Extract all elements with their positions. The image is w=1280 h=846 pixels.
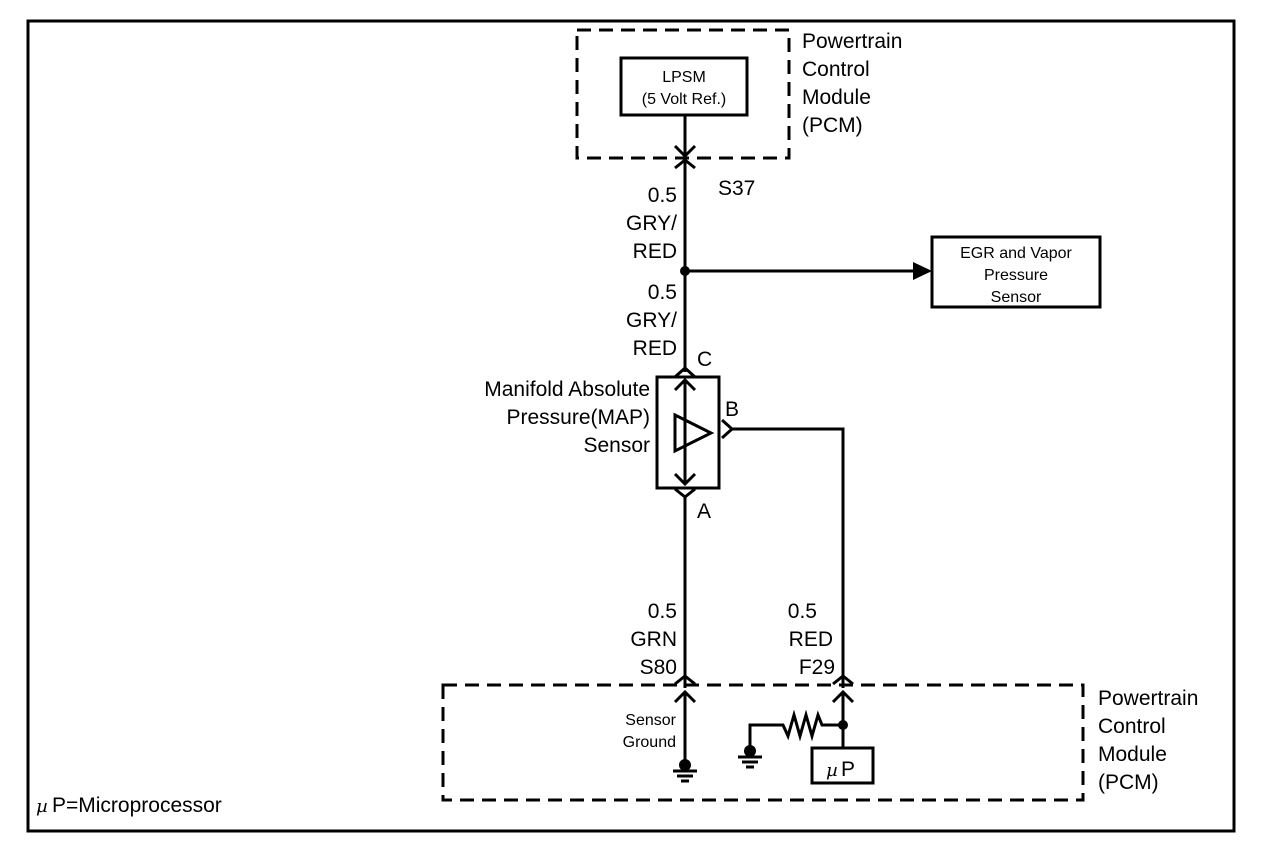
splice-s37: S37: [718, 177, 755, 200]
pin-b-label: B: [725, 398, 739, 421]
wire-color: GRY/: [626, 309, 677, 332]
mu-symbol: µ: [826, 760, 838, 781]
wire-grn-ground: [674, 487, 696, 688]
map-label-2: Pressure(MAP): [506, 406, 650, 429]
pcm-top-label-1: Powertrain: [802, 30, 902, 53]
microprocessor-box: [810, 746, 875, 785]
wire-color: RED: [633, 337, 677, 360]
wire-color: GRN: [630, 628, 677, 651]
pcm-top-label-2: Control: [802, 58, 870, 81]
resistor-icon: [748, 709, 843, 750]
lpsm-title: LPSM: [662, 69, 706, 86]
ground-icon: [673, 759, 697, 783]
wire-size: 0.5: [648, 184, 677, 207]
pcm-top-boundary: [575, 28, 791, 160]
pcm-bottom-label-1: Powertrain: [1098, 687, 1198, 710]
wire-size: 0.5: [648, 600, 677, 623]
map-sensor: C Manifold Absolute Pressure(MAP) Sensor…: [484, 348, 845, 688]
pcm-bottom-module: Powertrain Control Module (PCM) Sensor G…: [441, 683, 1198, 802]
wire-color: RED: [633, 240, 677, 263]
lpsm-subtitle: (5 Volt Ref.): [642, 91, 726, 108]
map-sensor-box: [655, 375, 721, 490]
legend-mu-symbol: µ: [36, 796, 48, 817]
wire-size: 0.5: [648, 281, 677, 304]
pin-c-label: C: [697, 348, 712, 371]
wire-color: GRY/: [626, 212, 677, 235]
egr-label-2: Pressure: [984, 267, 1048, 284]
egr-label-3: Sensor: [991, 289, 1042, 306]
map-label-1: Manifold Absolute: [484, 378, 650, 401]
egr-sensor-box: [930, 235, 1102, 309]
pcm-bottom-label-3: Module: [1098, 743, 1167, 766]
pcm-bottom-label-4: (PCM): [1098, 771, 1159, 794]
pcm-top-label-3: Module: [802, 86, 871, 109]
ground-icon: [738, 745, 762, 769]
legend-text: P=Microprocessor: [52, 794, 222, 817]
pcm-top-module: Powertrain Control Module (PCM) LPSM (5 …: [575, 28, 902, 160]
splice-f29: F29: [799, 656, 835, 679]
pcm-bottom-label-2: Control: [1098, 715, 1166, 738]
pcm-top-label-4: (PCM): [802, 114, 863, 137]
arrow-down-icon: [673, 115, 697, 159]
connector-pins: [674, 674, 854, 686]
arrow-up-icon: [673, 689, 697, 765]
pcm-bottom-boundary: [441, 683, 1085, 802]
connector-c: [673, 365, 697, 379]
egr-label-1: EGR and Vapor: [960, 245, 1072, 262]
pin-a-label: A: [697, 500, 711, 523]
splice-s80: S80: [640, 656, 677, 679]
wire-color: RED: [789, 628, 833, 651]
diagram-frame: [26, 19, 1236, 833]
sensor-ground-label-1: Sensor: [625, 712, 676, 729]
microprocessor-label: P: [841, 758, 855, 781]
wire-red-signal: [720, 418, 845, 688]
sensor-ground-label-2: Ground: [623, 734, 676, 751]
wire-size: 0.5: [788, 600, 817, 623]
double-arrow-icon: [673, 377, 697, 487]
amplifier-triangle-icon: [673, 412, 715, 454]
arrow-right-icon: [913, 262, 932, 280]
map-label-3: Sensor: [583, 434, 650, 457]
